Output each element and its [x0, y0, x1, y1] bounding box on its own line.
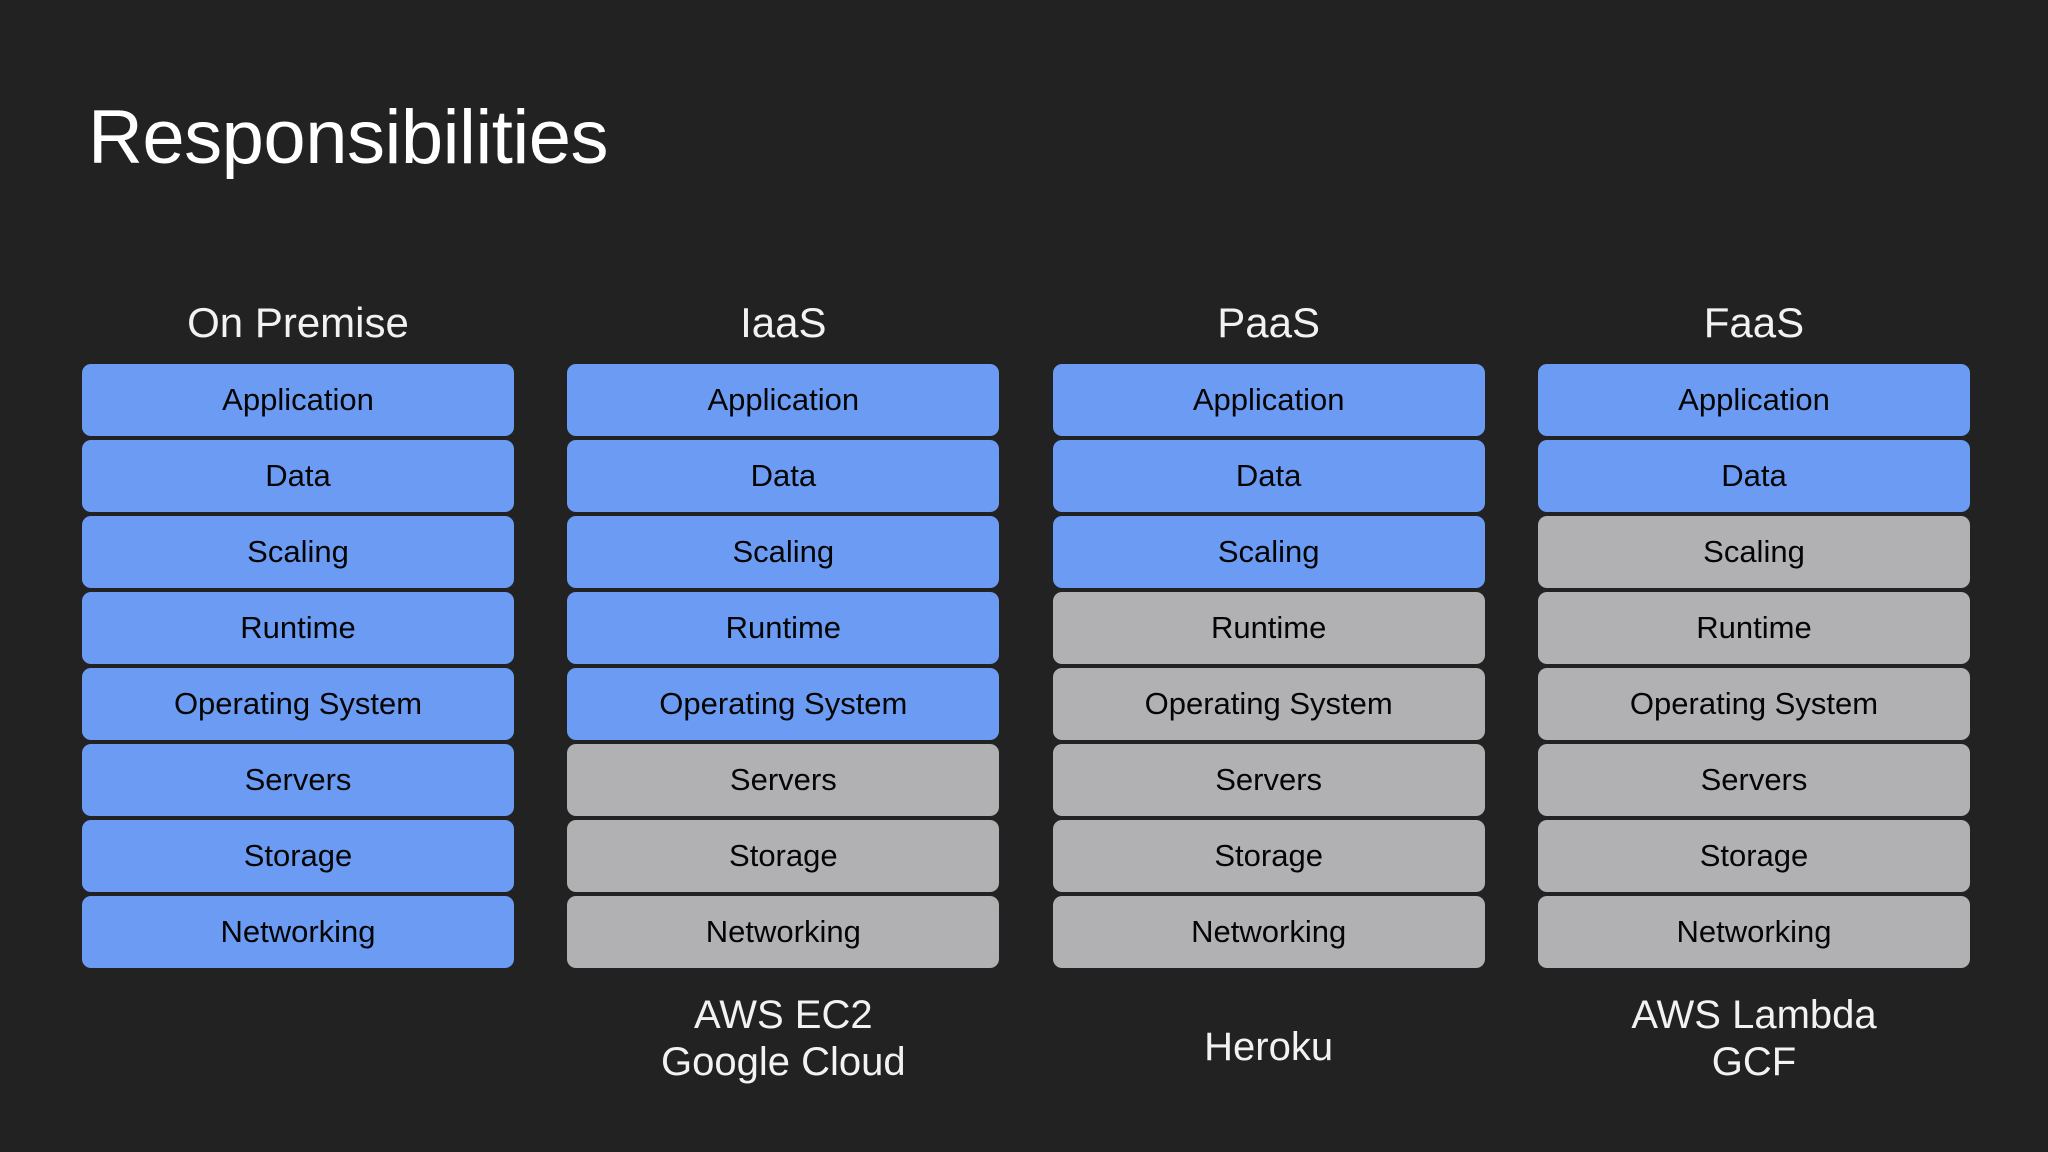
footer-line: Heroku — [1204, 1025, 1334, 1069]
column-header: On Premise — [187, 299, 409, 346]
column-header: PaaS — [1217, 299, 1321, 346]
layer-cell[interactable]: Runtime — [82, 592, 514, 664]
column-footer: Heroku — [1053, 1024, 1485, 1071]
footer-line: Google Cloud — [661, 1040, 906, 1085]
layer-cell[interactable]: Servers — [1052, 744, 1485, 816]
layer-cell[interactable]: Storage — [1537, 820, 1970, 892]
layer-cell[interactable]: Scaling — [82, 516, 514, 588]
layer-cell[interactable]: Operating System — [567, 668, 1000, 740]
layer-cell[interactable]: Networking — [1052, 896, 1485, 968]
layer-cell[interactable]: Scaling — [1537, 516, 1970, 588]
layer-cell[interactable]: Servers — [1537, 744, 1970, 816]
layer-cell[interactable]: Runtime — [567, 592, 1000, 664]
layer-cell[interactable]: Application — [1052, 364, 1485, 436]
column-header: FaaS — [1703, 299, 1805, 346]
layer-cell[interactable]: Scaling — [567, 516, 1000, 588]
layer-cell[interactable]: Operating System — [1537, 668, 1970, 740]
layer-cell[interactable]: Networking — [82, 896, 514, 968]
footer-line: GCF — [1711, 1040, 1797, 1085]
layer-cell[interactable]: Data — [82, 440, 514, 512]
layer-cell[interactable]: Storage — [567, 820, 1000, 892]
layer-cell[interactable]: Data — [567, 440, 1000, 512]
layer-cell[interactable]: Scaling — [1052, 516, 1485, 588]
layer-cell[interactable]: Servers — [567, 744, 1000, 816]
layer-cell[interactable]: Servers — [82, 744, 514, 816]
layer-cell[interactable]: Application — [567, 364, 1000, 436]
layer-cell[interactable]: Storage — [82, 820, 514, 892]
page-title: Responsibilities — [88, 95, 609, 180]
layer-cell[interactable]: Data — [1052, 440, 1485, 512]
footer-line: AWS EC2 — [694, 993, 873, 1037]
layer-cell[interactable]: Data — [1537, 440, 1970, 512]
column-header: IaaS — [740, 299, 827, 346]
layer-cell[interactable]: Networking — [1537, 896, 1970, 968]
layer-cell[interactable]: Networking — [567, 896, 1000, 968]
layer-cell[interactable]: Operating System — [82, 668, 514, 740]
layer-cell[interactable]: Application — [82, 364, 514, 436]
layer-cell[interactable]: Runtime — [1537, 592, 1970, 664]
footer-line: AWS Lambda — [1631, 993, 1877, 1037]
layer-cell[interactable]: Storage — [1052, 820, 1485, 892]
layer-cell[interactable]: Application — [1537, 364, 1970, 436]
layer-cell[interactable]: Operating System — [1052, 668, 1485, 740]
layer-cell[interactable]: Runtime — [1052, 592, 1485, 664]
